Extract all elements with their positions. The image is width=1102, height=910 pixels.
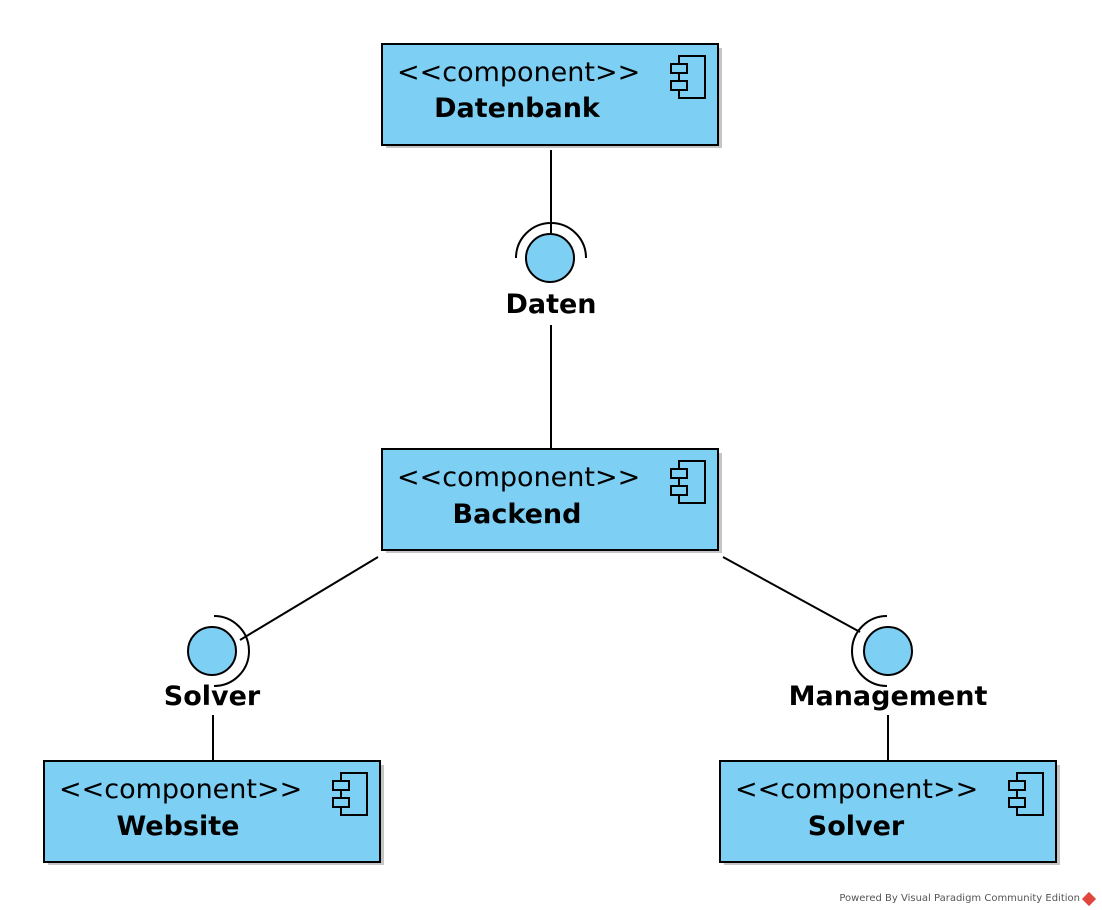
component-website[interactable]: <<component>> Website — [43, 760, 384, 865]
stereotype-label: <<component>> — [59, 774, 302, 805]
component-datenbank[interactable]: <<component>> Datenbank — [381, 43, 722, 148]
component-name-website: Website — [116, 811, 239, 842]
component-box-website — [43, 760, 381, 863]
connector-backend-management — [722, 556, 861, 633]
lollipop-solver — [187, 626, 237, 676]
interface-management[interactable]: Management — [789, 615, 988, 712]
component-icon — [332, 772, 368, 816]
socket-management — [851, 615, 888, 687]
component-box-datenbank — [381, 43, 719, 146]
component-name-datenbank: Datenbank — [434, 93, 601, 124]
interface-daten[interactable]: Daten — [505, 222, 597, 320]
component-icon — [670, 55, 706, 99]
component-name-backend: Backend — [453, 499, 582, 530]
stereotype-label: <<component>> — [735, 774, 978, 805]
socket-daten — [515, 222, 587, 259]
interface-label-solver: Solver — [164, 681, 261, 712]
visual-paradigm-logo-icon — [1081, 891, 1097, 906]
interface-label-daten: Daten — [505, 289, 596, 320]
socket-solver — [213, 615, 250, 687]
interface-label-management: Management — [789, 681, 988, 712]
component-solver[interactable]: <<component>> Solver — [719, 760, 1060, 865]
footer-text: Powered By Visual Paradigm Community Edi… — [839, 893, 1080, 904]
interface-solver[interactable]: Solver — [164, 615, 261, 712]
component-backend[interactable]: <<component>> Backend — [381, 448, 722, 553]
stereotype-label: <<component>> — [397, 57, 640, 88]
component-name-solver: Solver — [808, 811, 905, 842]
stereotype-label: <<component>> — [397, 462, 640, 493]
component-icon — [1008, 772, 1044, 816]
footer-watermark: Powered By Visual Paradigm Community Edi… — [839, 891, 1097, 906]
lollipop-daten — [525, 233, 575, 283]
connector-backend-solver — [239, 556, 379, 641]
lollipop-management — [863, 626, 913, 676]
component-icon — [670, 460, 706, 504]
component-box-backend — [381, 448, 719, 551]
component-box-solver — [719, 760, 1057, 863]
